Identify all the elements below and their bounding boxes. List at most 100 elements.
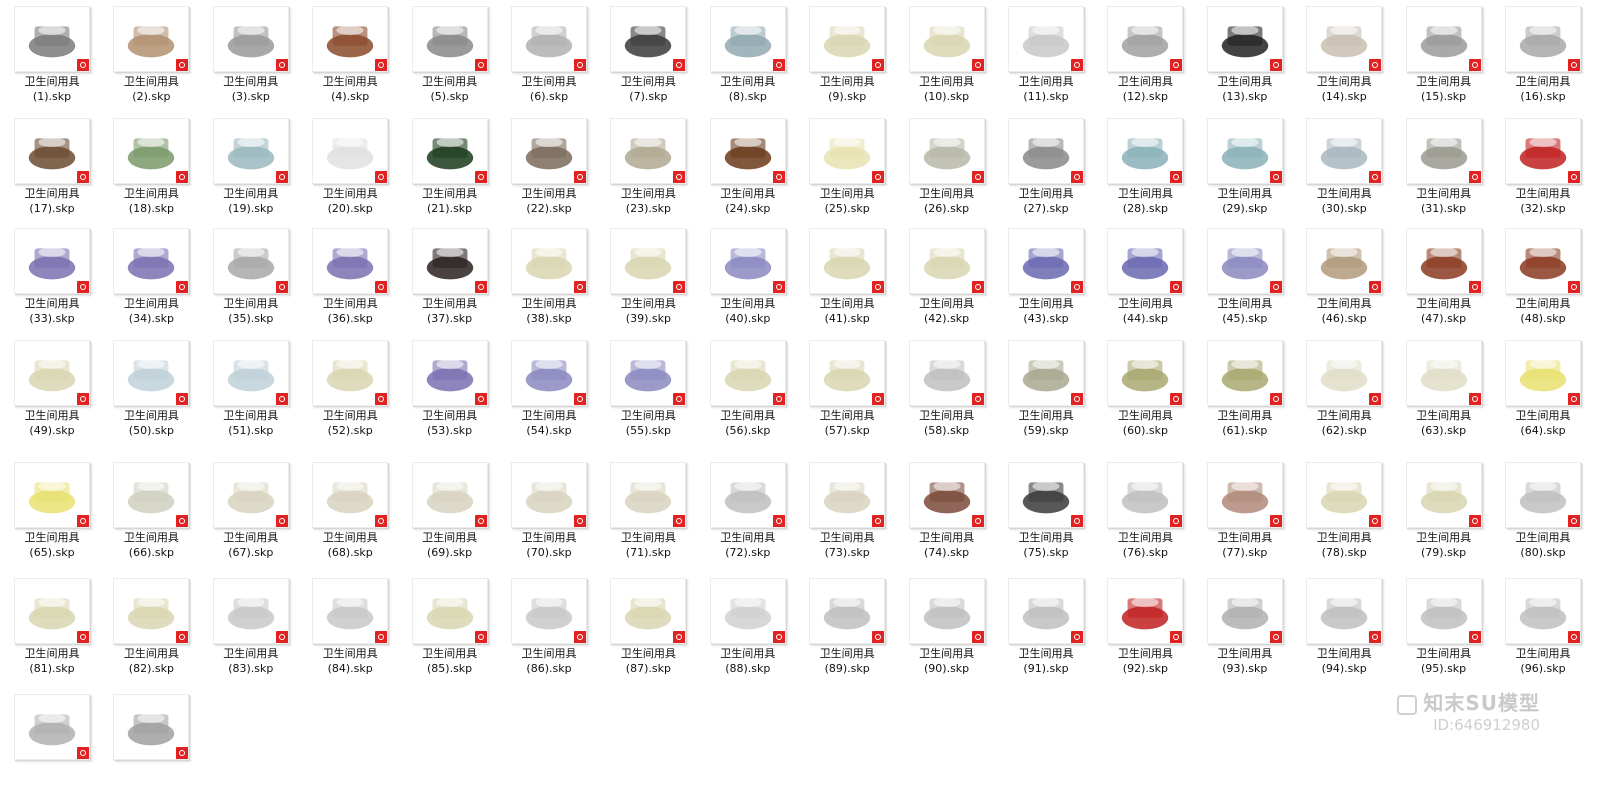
file-name[interactable]: 卫生间用具(40).skp [698, 296, 798, 326]
file-thumbnail[interactable] [908, 578, 985, 644]
file-item[interactable]: 卫生间用具(71).skp [598, 462, 698, 574]
file-thumbnail[interactable] [1505, 578, 1581, 644]
file-name[interactable]: 卫生间用具(8).skp [698, 74, 798, 104]
file-item[interactable]: 卫生间用具(50).skp [101, 340, 201, 452]
file-thumbnail[interactable] [113, 462, 190, 528]
file-item[interactable]: 卫生间用具(78).skp [1294, 462, 1394, 574]
file-thumbnail[interactable] [212, 578, 289, 644]
file-thumbnail[interactable] [113, 228, 190, 294]
file-name[interactable]: 卫生间用具(93).skp [1195, 646, 1295, 676]
file-thumbnail[interactable] [1405, 462, 1482, 528]
file-item[interactable]: 卫生间用具(83).skp [201, 578, 301, 690]
file-name[interactable]: 卫生间用具(51).skp [201, 408, 301, 438]
file-thumbnail[interactable] [610, 228, 687, 294]
file-name[interactable]: 卫生间用具(52).skp [300, 408, 400, 438]
file-name[interactable]: 卫生间用具(60).skp [1095, 408, 1195, 438]
file-thumbnail[interactable] [511, 6, 587, 72]
file-name[interactable]: 卫生间用具(20).skp [300, 186, 400, 216]
file-item[interactable]: 卫生间用具(67).skp [201, 462, 301, 574]
file-thumbnail[interactable] [312, 118, 389, 184]
file-item[interactable]: 卫生间用具(72).skp [698, 462, 798, 574]
file-thumbnail[interactable] [1008, 118, 1084, 184]
file-name[interactable]: 卫生间用具(18).skp [101, 186, 201, 216]
file-thumbnail[interactable] [1008, 340, 1084, 406]
file-item[interactable]: 卫生间用具(55).skp [598, 340, 698, 452]
file-thumbnail[interactable] [1405, 228, 1482, 294]
file-name[interactable]: 卫生间用具(1).skp [2, 74, 102, 104]
file-item[interactable]: 卫生间用具(23).skp [598, 118, 698, 230]
file-item[interactable]: 卫生间用具(35).skp [201, 228, 301, 340]
file-name[interactable]: 卫生间用具(92).skp [1095, 646, 1195, 676]
file-thumbnail[interactable] [1008, 6, 1084, 72]
file-name[interactable]: 卫生间用具(59).skp [996, 408, 1096, 438]
file-item[interactable]: 卫生间用具(95).skp [1394, 578, 1494, 690]
file-thumbnail[interactable] [14, 694, 90, 760]
file-item[interactable]: 卫生间用具(73).skp [797, 462, 897, 574]
file-thumbnail[interactable] [1505, 462, 1581, 528]
file-thumbnail[interactable] [1107, 340, 1184, 406]
file-thumbnail[interactable] [1405, 578, 1482, 644]
file-item[interactable]: 卫生间用具(45).skp [1195, 228, 1295, 340]
file-thumbnail[interactable] [1107, 578, 1184, 644]
file-item[interactable] [2, 694, 102, 806]
file-item[interactable]: 卫生间用具(58).skp [897, 340, 997, 452]
file-thumbnail[interactable] [511, 118, 587, 184]
file-name[interactable]: 卫生间用具(15).skp [1394, 74, 1494, 104]
file-name[interactable]: 卫生间用具(13).skp [1195, 74, 1295, 104]
file-name[interactable]: 卫生间用具(85).skp [400, 646, 500, 676]
file-thumbnail[interactable] [312, 228, 389, 294]
file-thumbnail[interactable] [312, 462, 389, 528]
file-thumbnail[interactable] [610, 462, 687, 528]
file-thumbnail[interactable] [511, 228, 587, 294]
file-name[interactable]: 卫生间用具(30).skp [1294, 186, 1394, 216]
file-thumbnail[interactable] [14, 340, 90, 406]
file-thumbnail[interactable] [14, 228, 90, 294]
file-name[interactable]: 卫生间用具(33).skp [2, 296, 102, 326]
file-thumbnail[interactable] [809, 6, 886, 72]
file-thumbnail[interactable] [908, 340, 985, 406]
file-item[interactable]: 卫生间用具(28).skp [1095, 118, 1195, 230]
file-item[interactable]: 卫生间用具(91).skp [996, 578, 1096, 690]
file-thumbnail[interactable] [1505, 340, 1581, 406]
file-item[interactable]: 卫生间用具(88).skp [698, 578, 798, 690]
file-item[interactable]: 卫生间用具(57).skp [797, 340, 897, 452]
file-name[interactable]: 卫生间用具(87).skp [598, 646, 698, 676]
file-thumbnail[interactable] [14, 6, 90, 72]
file-thumbnail[interactable] [709, 578, 786, 644]
file-name[interactable]: 卫生间用具(41).skp [797, 296, 897, 326]
file-name[interactable]: 卫生间用具(45).skp [1195, 296, 1295, 326]
file-name[interactable]: 卫生间用具(6).skp [499, 74, 599, 104]
file-name[interactable]: 卫生间用具(57).skp [797, 408, 897, 438]
file-item[interactable]: 卫生间用具(43).skp [996, 228, 1096, 340]
file-item[interactable]: 卫生间用具(33).skp [2, 228, 102, 340]
file-item[interactable]: 卫生间用具(77).skp [1195, 462, 1295, 574]
file-name[interactable]: 卫生间用具(56).skp [698, 408, 798, 438]
file-thumbnail[interactable] [1107, 462, 1184, 528]
file-name[interactable]: 卫生间用具(77).skp [1195, 530, 1295, 560]
file-thumbnail[interactable] [1306, 340, 1383, 406]
file-thumbnail[interactable] [1306, 228, 1383, 294]
file-item[interactable]: 卫生间用具(61).skp [1195, 340, 1295, 452]
file-name[interactable]: 卫生间用具(43).skp [996, 296, 1096, 326]
file-thumbnail[interactable] [809, 118, 886, 184]
file-item[interactable]: 卫生间用具(13).skp [1195, 6, 1295, 118]
file-thumbnail[interactable] [709, 118, 786, 184]
file-name[interactable]: 卫生间用具(17).skp [2, 186, 102, 216]
file-item[interactable]: 卫生间用具(19).skp [201, 118, 301, 230]
file-item[interactable]: 卫生间用具(27).skp [996, 118, 1096, 230]
file-thumbnail[interactable] [212, 462, 289, 528]
file-item[interactable]: 卫生间用具(75).skp [996, 462, 1096, 574]
file-item[interactable]: 卫生间用具(44).skp [1095, 228, 1195, 340]
file-item[interactable]: 卫生间用具(68).skp [300, 462, 400, 574]
file-item[interactable]: 卫生间用具(42).skp [897, 228, 997, 340]
file-item[interactable]: 卫生间用具(11).skp [996, 6, 1096, 118]
file-thumbnail[interactable] [14, 578, 90, 644]
file-item[interactable]: 卫生间用具(25).skp [797, 118, 897, 230]
file-name[interactable]: 卫生间用具(78).skp [1294, 530, 1394, 560]
file-name[interactable]: 卫生间用具(81).skp [2, 646, 102, 676]
file-item[interactable]: 卫生间用具(51).skp [201, 340, 301, 452]
file-thumbnail[interactable] [1206, 578, 1283, 644]
file-item[interactable] [101, 694, 201, 806]
file-name[interactable]: 卫生间用具(90).skp [897, 646, 997, 676]
file-thumbnail[interactable] [1206, 340, 1283, 406]
